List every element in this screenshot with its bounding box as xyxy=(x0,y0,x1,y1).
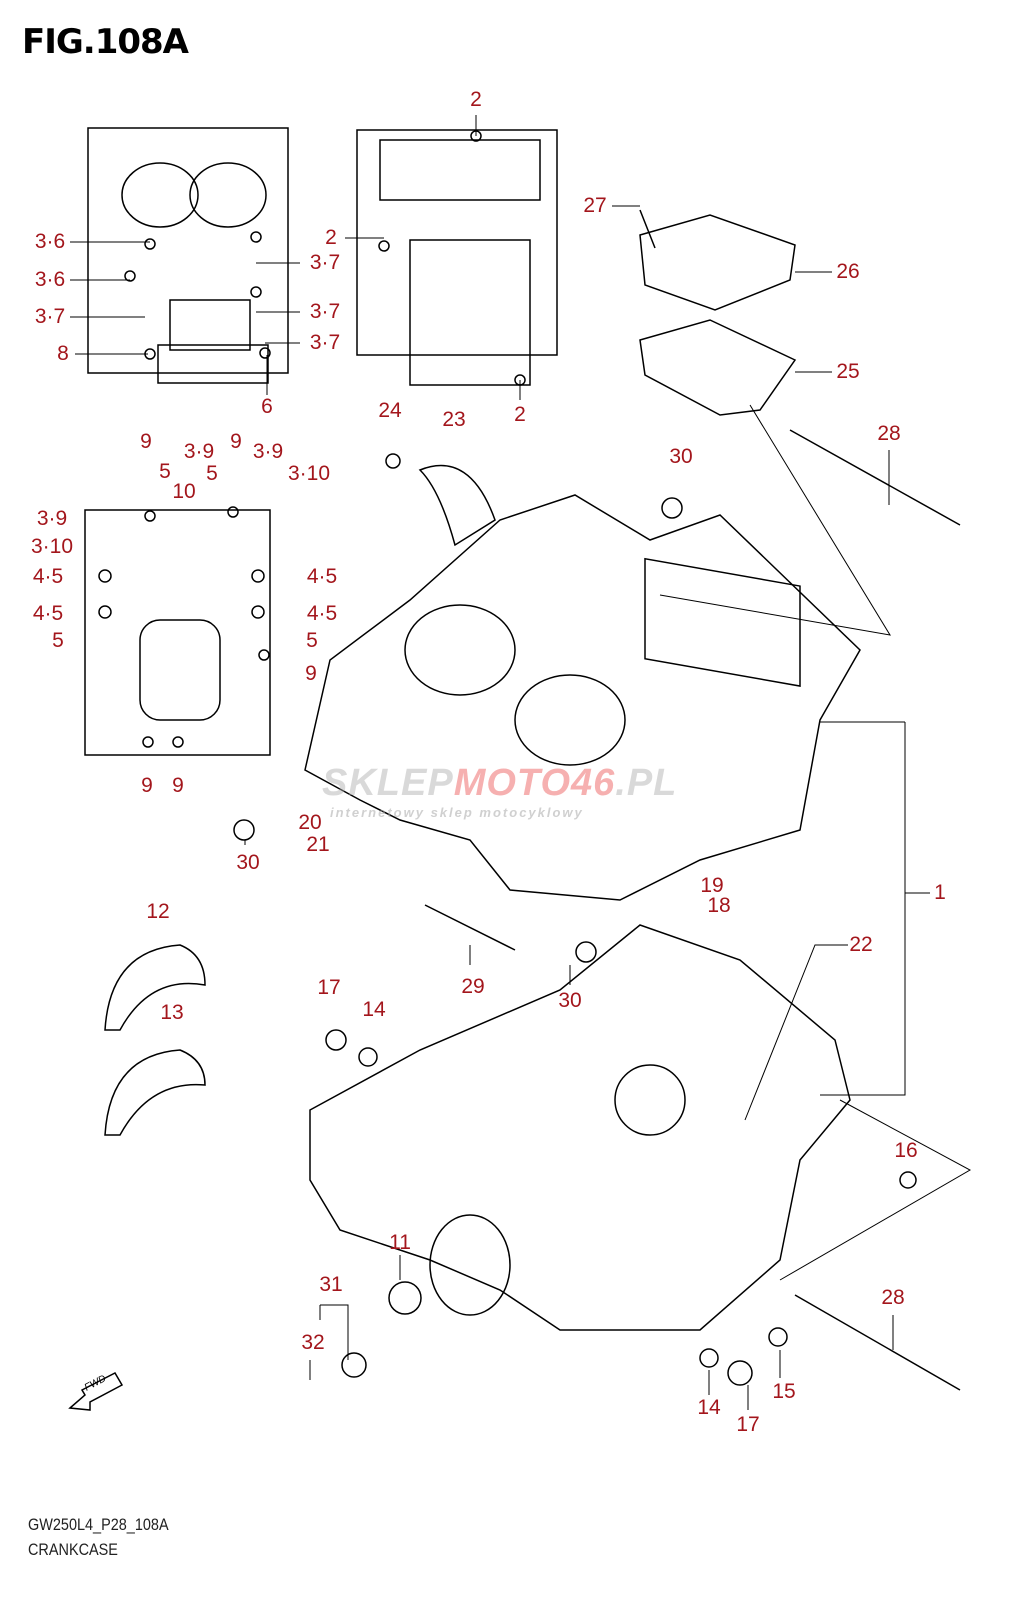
callout-part-29: 29 xyxy=(461,975,485,998)
callout-part-21: 21 xyxy=(306,833,330,856)
callout-part-13: 13 xyxy=(160,1001,184,1024)
callout-part-28: 28 xyxy=(881,1286,905,1309)
callout-part-3-7: 3·7 xyxy=(34,305,66,328)
callout-part-3-10: 3·10 xyxy=(30,535,74,558)
callout-part-9: 9 xyxy=(305,662,317,685)
callout-part-15: 15 xyxy=(772,1380,796,1403)
callout-part-17: 17 xyxy=(736,1413,760,1436)
callout-part-28: 28 xyxy=(877,422,901,445)
bearing-12 xyxy=(104,944,206,1031)
callout-part-4-5: 4·5 xyxy=(306,602,338,625)
diagram-code: GW250L4_P28_108A xyxy=(28,1515,169,1534)
callout-part-25: 25 xyxy=(836,360,860,383)
figure-title: FIG.108A xyxy=(22,22,189,62)
callout-part-9: 9 xyxy=(140,430,152,453)
upper-inset-top-view xyxy=(87,127,289,384)
callout-part-24: 24 xyxy=(378,399,402,422)
callout-part-2: 2 xyxy=(325,226,337,249)
callout-part-26: 26 xyxy=(836,260,860,283)
upper-crankcase xyxy=(304,494,861,901)
callout-part-4-5: 4·5 xyxy=(32,602,64,625)
leader-lines xyxy=(70,115,972,1410)
gasket-25 xyxy=(639,319,797,416)
watermark-logo: SKLEPMOTO46.PL xyxy=(322,762,678,804)
callout-part-3-10: 3·10 xyxy=(287,462,331,485)
callout-part-5: 5 xyxy=(159,460,171,483)
cover-26 xyxy=(639,214,796,311)
callout-part-9: 9 xyxy=(141,774,153,797)
callout-part-10: 10 xyxy=(172,480,196,503)
bearing-13 xyxy=(104,1049,206,1136)
callout-part-30: 30 xyxy=(236,851,260,874)
callout-part-11: 11 xyxy=(389,1231,411,1254)
lower-crankcase xyxy=(309,924,851,1331)
callout-part-8: 8 xyxy=(57,342,69,365)
callout-part-3-7: 3·7 xyxy=(309,331,341,354)
callout-part-6: 6 xyxy=(261,395,273,418)
callout-part-14: 14 xyxy=(362,998,386,1021)
callout-part-3-7: 3·7 xyxy=(309,251,341,274)
callout-part-14: 14 xyxy=(697,1396,721,1419)
diagram-name: CRANKCASE xyxy=(28,1540,118,1559)
callout-part-30: 30 xyxy=(558,989,582,1012)
callout-part-32: 32 xyxy=(301,1331,325,1354)
callout-part-1: 1 xyxy=(934,881,946,904)
callout-part-9: 9 xyxy=(230,430,242,453)
callout-part-3-6: 3·6 xyxy=(34,268,66,291)
watermark-tagline: internetowy sklep motocyklowy xyxy=(330,805,584,820)
bolts xyxy=(424,209,961,1391)
callout-part-20: 20 xyxy=(298,811,322,834)
callout-part-2: 2 xyxy=(470,88,482,111)
callout-part-3-9: 3·9 xyxy=(36,507,68,530)
callout-part-3-7: 3·7 xyxy=(309,300,341,323)
lower-inset-view xyxy=(84,506,271,756)
upper-inset-side-view xyxy=(356,129,558,386)
callout-part-16: 16 xyxy=(894,1139,918,1162)
callout-part-31: 31 xyxy=(319,1273,343,1296)
callout-part-17: 17 xyxy=(317,976,341,999)
callout-part-4-5: 4·5 xyxy=(32,565,64,588)
callout-part-3-6: 3·6 xyxy=(34,230,66,253)
callout-part-23: 23 xyxy=(442,408,466,431)
callout-part-12: 12 xyxy=(146,900,170,923)
callout-part-5: 5 xyxy=(206,462,218,485)
callout-part-4-5: 4·5 xyxy=(306,565,338,588)
callout-part-19: 19 xyxy=(700,874,724,897)
callout-part-5: 5 xyxy=(52,629,64,652)
callout-part-22: 22 xyxy=(849,933,873,956)
callout-part-5: 5 xyxy=(306,629,318,652)
callout-part-3-9: 3·9 xyxy=(252,440,284,463)
callout-part-3-9: 3·9 xyxy=(183,440,215,463)
callout-part-27: 27 xyxy=(583,194,607,217)
callout-part-18: 18 xyxy=(707,894,731,917)
callout-part-9: 9 xyxy=(172,774,184,797)
callout-part-30: 30 xyxy=(669,445,693,468)
callout-part-2: 2 xyxy=(514,403,526,426)
fwd-arrow-icon xyxy=(68,1372,124,1411)
